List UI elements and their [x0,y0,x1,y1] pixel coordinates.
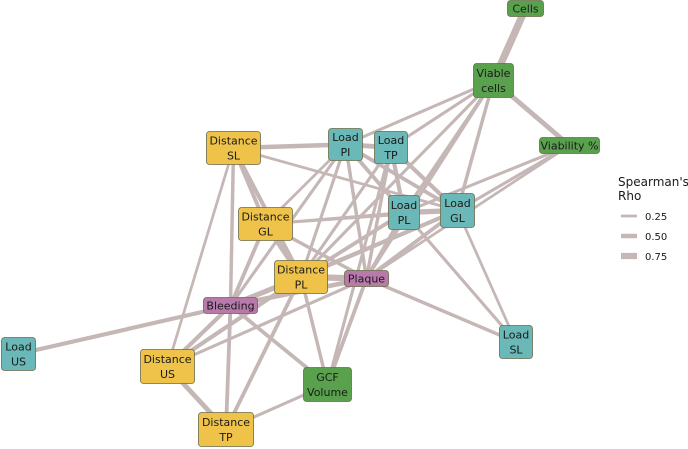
node-box-viability [539,137,600,154]
edge-load_tp-gcf [326,147,393,385]
edge-load_pi-dist_pl [299,144,347,278]
node-label-load_tp: Load [378,134,404,147]
node-label-cells: Cells [512,3,539,16]
edge-load_gl-dist_gl [265,209,458,226]
node-viable: Viable cells [473,63,514,98]
node-label-load_pl: Load [391,199,417,212]
node-label-load_pl: PL [398,214,412,227]
node-label-load_gl: GL [450,212,466,225]
node-label-viable: Viable [477,67,511,80]
node-label-load_sl: Load [503,329,529,342]
node-label-load_us: US [11,356,26,369]
node-gcf: GCF Volume [303,367,352,402]
edge-load_tp-dist_pl [299,146,393,278]
node-label-load_pi: Load [332,131,358,144]
node-label-viability: Viability % [540,140,598,153]
node-box-load_gl [440,193,475,228]
node-label-dist_sl: SL [227,150,241,163]
edge-load_gl-load_sl [456,209,518,343]
node-label-dist_gl: GL [258,226,274,239]
node-box-load_us [1,337,36,371]
node-label-load_us: Load [5,341,31,354]
edge-dist_sl-load_gl [233,146,458,212]
node-bleeding: Bleeding [203,297,258,314]
edge-viable-plaque [365,79,495,280]
edge-plaque-dist_us [166,277,368,368]
edge-viable-load_pi [344,79,495,146]
node-label-load_gl: Load [444,197,470,210]
legend-label-0: 0.25 [645,212,667,223]
edge-plaque-load_sl [365,276,517,344]
node-box-bleeding [203,297,258,314]
node-cells: Cells [507,0,544,17]
node-box-load_sl [499,325,533,359]
node-label-plaque: Plaque [348,273,385,286]
edge-load_pl-load_sl [402,211,518,344]
edge-bleeding-dist_tp [224,305,233,430]
edge-dist_pl-dist_tp [224,276,303,431]
node-label-gcf: Volume [307,386,348,399]
edge-dist_sl-bleeding [228,147,236,306]
edge-load_pi-load_gl [344,142,459,213]
node-label-load_sl: SL [509,344,523,357]
node-box-load_pl [388,195,420,230]
node-box-dist_pl [274,260,328,294]
node-viability: Viability % [539,137,600,154]
node-label-dist_gl: Distance [241,211,289,224]
node-box-plaque [344,270,389,287]
edge-bleeding-load_us [18,303,231,357]
legend-label-1: 0.50 [645,232,667,243]
node-label-dist_us: US [160,368,175,381]
edge-plaque-gcf [325,277,369,386]
node-box-dist_gl [238,207,293,241]
edge-load_tp-plaque [364,147,393,279]
edge-dist_pl-gcf [299,276,330,385]
node-label-dist_sl: Distance [209,135,257,148]
node-box-load_tp [374,131,408,164]
edge-dist_sl-dist_us [166,147,235,367]
edge-viability-load_pl [403,144,571,214]
node-label-dist_tp: Distance [202,416,250,429]
legend-title: Spearman's [618,175,688,189]
node-label-dist_tp: TP [218,431,233,444]
node-label-dist_pl: PL [295,279,309,292]
node-box-dist_tp [198,412,254,447]
legend-title-line2: Rho [618,189,641,203]
legend-label-2: 0.75 [645,252,667,263]
node-label-dist_us: Distance [143,353,191,366]
node-label-dist_pl: Distance [277,264,325,277]
node-box-viable [473,63,514,98]
node-label-viable: cells [481,82,506,95]
node-box-dist_sl [206,131,261,165]
node-label-load_tp: TP [383,149,398,162]
node-label-load_pi: PI [341,146,351,159]
node-box-dist_us [140,349,195,384]
node-box-cells [507,0,544,17]
node-label-gcf: GCF [316,371,339,384]
node-box-load_pi [328,128,363,161]
node-label-bleeding: Bleeding [206,300,254,313]
node-plaque: Plaque [344,270,389,287]
node-box-gcf [303,367,352,402]
